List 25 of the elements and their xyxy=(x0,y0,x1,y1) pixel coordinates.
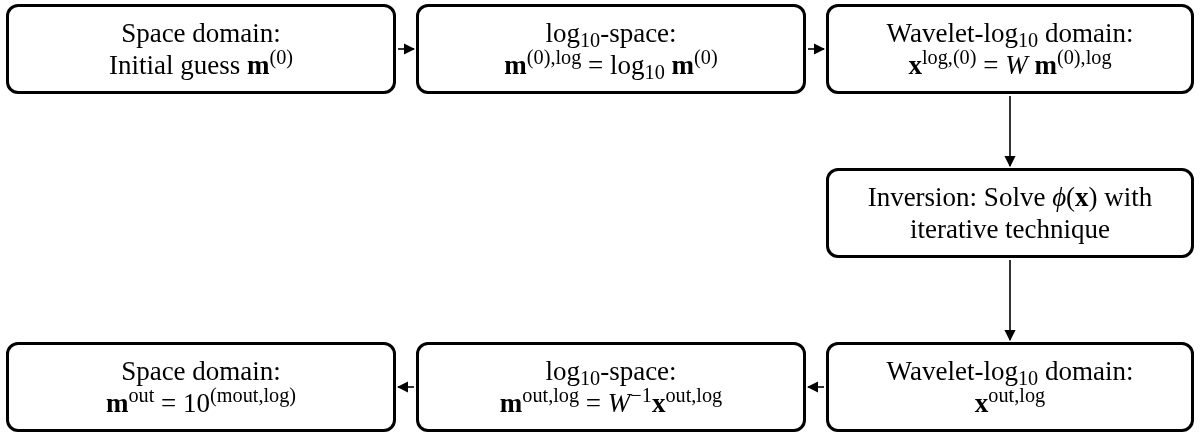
box-text: m$^{(0),log}$ = log$_{10}$ m$^{(0)}$ xyxy=(504,49,718,82)
process-box xyxy=(826,4,1194,94)
box-text: Initial guess m$^{(0)}$ xyxy=(108,49,294,82)
arrow xyxy=(396,381,415,393)
process-box xyxy=(6,342,396,432)
arrow xyxy=(1004,259,1016,342)
box-text: m$^{out,log}$ = W$^{−1}$x$^{out,log}$ xyxy=(499,387,723,420)
arrow xyxy=(1004,95,1016,168)
process-box xyxy=(416,4,806,94)
process-box xyxy=(6,4,396,94)
arrow xyxy=(397,43,416,55)
process-box xyxy=(826,168,1194,258)
box-text: Space domain: xyxy=(121,354,281,387)
box-text: Wavelet-log$_{10}$ domain: xyxy=(886,16,1134,49)
box-text: log$_{10}$-space: xyxy=(545,354,677,387)
box-text: Wavelet-log$_{10}$ domain: xyxy=(886,354,1134,387)
process-box xyxy=(826,342,1194,432)
box-text: Space domain: xyxy=(121,16,281,49)
box-text: x$^{out,log}$ xyxy=(974,387,1046,420)
process-box xyxy=(416,342,806,432)
box-text: Inversion: Solve ϕ(x) with iterative technique xyxy=(866,180,1154,246)
arrow xyxy=(806,381,825,393)
box-text: log$_{10}$-space: xyxy=(545,16,677,49)
box-text: x$^{log,(0)}$ = W m$^{(0),log}$ xyxy=(908,49,1112,82)
arrow xyxy=(807,43,826,55)
